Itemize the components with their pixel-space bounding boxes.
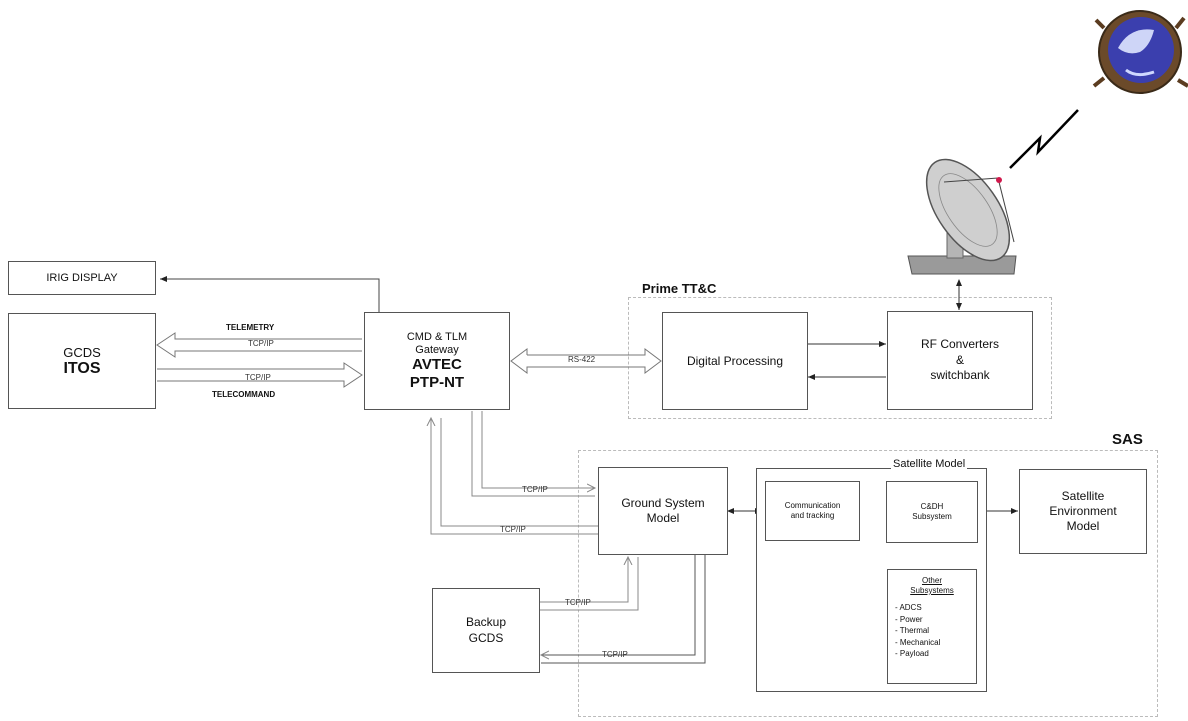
other-title-line2: Subsystems — [910, 586, 954, 595]
itos-label: ITOS — [63, 359, 101, 377]
tcpip-gsm-2-label: TCP/IP — [500, 525, 526, 534]
rf-line3: switchbank — [930, 368, 990, 383]
gsm-line2: Model — [646, 511, 680, 525]
telemetry-label: TELEMETRY — [226, 323, 275, 332]
prime-ttc-title: Prime TT&C — [642, 281, 717, 296]
gateway-to-gsm-line-2 — [471, 411, 595, 497]
tcpip-backup-2-label: TCP/IP — [602, 650, 628, 659]
rs422-arrow — [510, 348, 662, 374]
other-item-payload: - Payload — [895, 649, 929, 659]
ground-system-model-box: Ground System Model — [598, 467, 728, 555]
cdh-line2: Subsystem — [912, 512, 952, 521]
gateway-ptp-nt: PTP-NT — [409, 373, 465, 391]
gsm-line1: Ground System — [621, 496, 705, 510]
digital-processing-box: Digital Processing — [662, 312, 808, 410]
rf-converters-box: RF Converters & switchbank — [887, 311, 1033, 410]
gsm-to-backup-line-2 — [541, 555, 706, 664]
telecommand-arrow — [157, 362, 363, 388]
gsm-to-gateway-line-1 — [431, 418, 598, 535]
other-item-thermal: - Thermal — [895, 626, 930, 636]
tcpip-tm-label: TCP/IP — [248, 339, 274, 348]
tcpip-cmd-label: TCP/IP — [245, 373, 271, 382]
gateway-box: CMD & TLM Gateway AVTEC PTP-NT — [364, 312, 510, 410]
gcds-label: GCDS — [63, 344, 101, 360]
comm-line1: Communication — [784, 500, 841, 510]
other-subsystems-box: Other Subsystems - ADCS - Power - Therma… — [887, 569, 977, 684]
backup-line1: Backup — [465, 614, 507, 629]
lightning-signal-icon — [1009, 109, 1079, 169]
cdh-line1: C&DH — [920, 501, 944, 511]
env-line1: Satellite — [1061, 489, 1105, 503]
gsm-to-backup-line — [541, 555, 696, 655]
env-line2: Environment — [1049, 504, 1117, 518]
gcds-itos-box: GCDS ITOS — [8, 313, 156, 409]
backup-to-gsm-line-2 — [540, 557, 639, 611]
telecommand-label: TELECOMMAND — [212, 390, 276, 399]
backup-to-gsm-line — [540, 557, 628, 603]
rs422-label: RS-422 — [568, 355, 596, 364]
satellite-environment-model-box: Satellite Environment Model — [1019, 469, 1147, 554]
tcpip-backup-1-label: TCP/IP — [565, 598, 591, 607]
other-item-power: - Power — [895, 614, 923, 624]
sas-title: SAS — [1112, 431, 1143, 448]
gateway-line1: CMD & TLM — [406, 331, 468, 344]
env-line3: Model — [1066, 519, 1100, 533]
tcpip-gsm-1-label: TCP/IP — [522, 485, 548, 494]
gateway-to-gsm-line-1 — [481, 411, 595, 488]
digital-processing-label: Digital Processing — [686, 354, 784, 368]
rf-line1: RF Converters — [920, 337, 1000, 352]
rf-line2: & — [955, 352, 964, 367]
other-title-line1: Other — [921, 576, 942, 585]
irig-display-label: IRIG DISPLAY — [46, 272, 118, 284]
other-item-adcs: - ADCS — [895, 603, 922, 612]
irig-display-box: IRIG DISPLAY — [8, 261, 156, 295]
comm-tracking-box: Communication and tracking — [765, 481, 860, 541]
backup-line2: GCDS — [468, 630, 504, 645]
gsm-to-gateway-line-2 — [440, 418, 598, 527]
prime-ttc-region — [628, 297, 1052, 419]
irig-line — [160, 276, 380, 312]
gateway-line2: Gateway — [415, 343, 459, 356]
dish-antenna-icon — [907, 158, 1017, 275]
other-item-mechanical: - Mechanical — [895, 637, 941, 647]
telemetry-arrow — [156, 332, 362, 358]
comm-line2: and tracking — [790, 511, 835, 520]
satellite-icon — [1092, 10, 1188, 94]
sas-region — [578, 450, 1158, 717]
cdh-subsystem-box: C&DH Subsystem — [886, 481, 978, 543]
gateway-avtec: AVTEC — [412, 356, 462, 374]
satellite-model-title: Satellite Model — [891, 458, 968, 470]
backup-gcds-box: Backup GCDS — [432, 588, 540, 673]
